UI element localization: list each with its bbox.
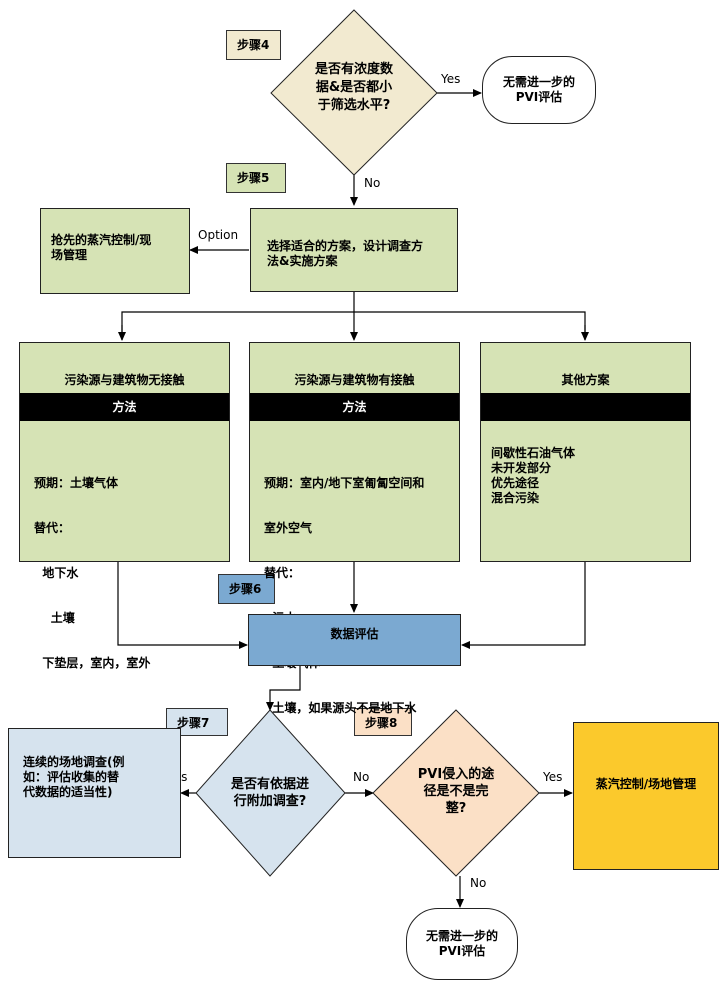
decision-diamond-pathway [372, 709, 540, 877]
no-contact-line: 地下水 [34, 566, 79, 580]
decision-diamond-concentration [270, 9, 438, 176]
other-options-bar [481, 393, 690, 421]
contact-line: 室外空气 [264, 521, 313, 535]
other-options-title: 其他方案 [561, 373, 610, 387]
data-evaluation-box: 数据评估 [248, 614, 461, 666]
step8-tag: 步骤8 [354, 708, 412, 736]
other-options-line: 混合污染 [491, 491, 540, 505]
yes-label-right: Yes [543, 770, 563, 784]
step6-tag: 步骤6 [218, 574, 275, 604]
step4-tag: 步骤4 [226, 30, 281, 60]
no-label-bottom: No [470, 876, 487, 890]
step5-tag: 步骤5 [226, 163, 286, 193]
decision-diamond-additional [195, 709, 346, 877]
decision-concentration-text: 是否有浓度数 据&是否都小 于筛选水平? [314, 62, 393, 113]
contact-column: 污染源与建筑物有接触 方法 预期：室内/地下室匍匐空间和 室外空气 替代： 污水… [249, 342, 460, 715]
no-contact-line: 下垫层，室内，室外 [34, 656, 151, 670]
no-contact-line: 预期：土壤气体 [34, 476, 119, 490]
contact-line: 土壤，如果源头不是地下水 [264, 701, 417, 715]
contact-line: 替代： [264, 566, 301, 580]
vapor-control-box: 蒸汽控制/场地管理 [573, 722, 719, 870]
no-further-evaluation-top: 无需进一步的 PVI评估 [482, 56, 596, 124]
no-contact-line: 土壤 [34, 611, 75, 625]
preemptive-control-box: 抢先的蒸汽控制/现 场管理 [40, 208, 190, 294]
option-label: Option [198, 228, 239, 242]
no-further-evaluation-bottom: 无需进一步的 PVI评估 [406, 908, 518, 980]
contact-line: 预期：室内/地下室匍匐空间和 [264, 476, 425, 490]
choose-plan-box: 选择适合的方案，设计调查方 法&实施方案 [250, 208, 458, 292]
decision-pathway-text: PVI侵入的途 径是不是完 整? [417, 767, 495, 816]
no-label-top: No [364, 176, 381, 190]
no-contact-line: 替代： [34, 521, 71, 535]
no-label-middle: No [353, 770, 370, 784]
contact-title: 污染源与建筑物有接触 [294, 373, 415, 387]
decision-additional-text: 是否有依据进 行附加调查? [230, 777, 309, 809]
other-options-column: 其他方案 间歇性石油气体 未开发部分 优先途径 混合污染 [480, 342, 691, 562]
no-contact-title: 污染源与建筑物无接触 [64, 373, 185, 387]
other-options-line: 间歇性石油气体 [491, 446, 576, 460]
other-options-line: 未开发部分 [491, 461, 552, 475]
contact-method-bar: 方法 [250, 393, 459, 421]
other-options-line: 优先途径 [491, 476, 540, 490]
no-contact-method-bar: 方法 [20, 393, 229, 421]
continued-investigation-box: 连续的场地调查(例 如：评估收集的替 代数据的适当性) [8, 728, 181, 858]
no-contact-column: 污染源与建筑物无接触 方法 预期：土壤气体 替代： 地下水 土壤 下垫层，室内，… [19, 342, 230, 670]
yes-label-top: Yes [441, 72, 461, 86]
